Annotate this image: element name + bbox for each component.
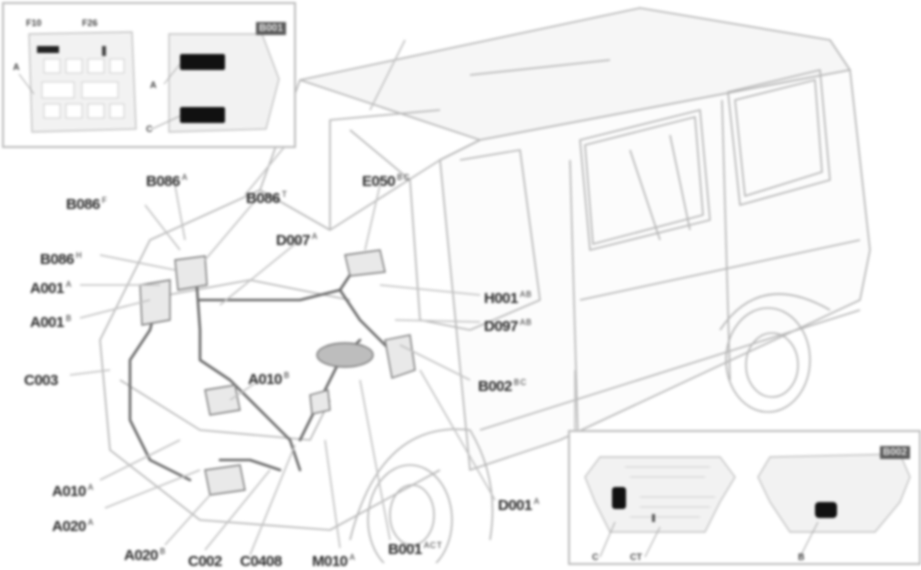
connector-a-label: A <box>150 80 157 90</box>
inset-connector-detail: B002 C CT B <box>568 430 921 565</box>
connector-a-label: A <box>13 62 20 72</box>
callout-c0408: C0408 <box>240 553 282 570</box>
inset-fuse-box-detail: F10 F26 A B001 A C <box>2 2 296 148</box>
callout-c003: C003 <box>24 372 58 389</box>
connector-ct-label: CT <box>630 552 642 562</box>
callout-c002: C002 <box>188 553 222 570</box>
connector-illustration <box>584 453 911 558</box>
component-tag-b001: B001 <box>256 22 286 35</box>
fuse-f26-label: F26 <box>82 18 98 28</box>
connector-b-label: B <box>798 552 805 562</box>
connector-c-label: C <box>146 124 153 134</box>
connector-c-label: C <box>592 552 599 562</box>
component-tag-b002: B002 <box>880 446 910 459</box>
fuse-f10-label: F10 <box>26 18 42 28</box>
fuse-box-illustration <box>18 31 280 133</box>
